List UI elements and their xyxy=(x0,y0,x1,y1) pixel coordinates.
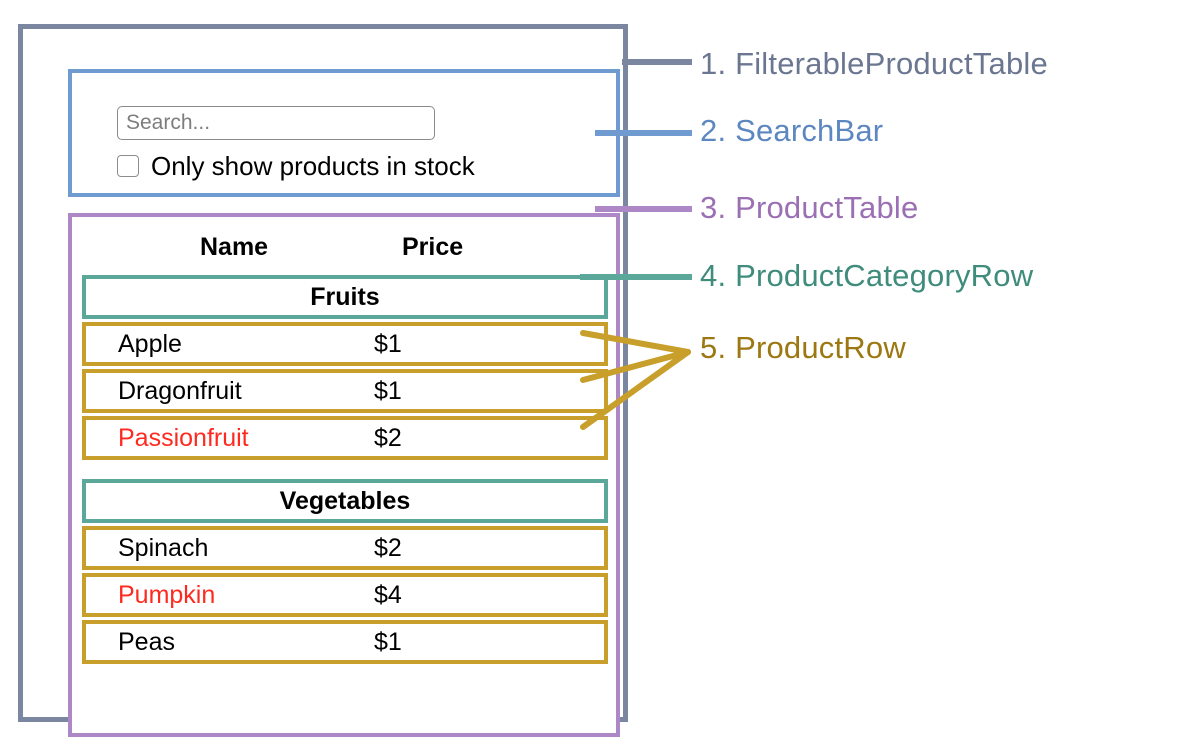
product-price: $4 xyxy=(374,580,402,609)
stock-filter-checkbox[interactable] xyxy=(117,155,139,177)
annotation-label-product-table: 3. ProductTable xyxy=(700,190,919,225)
product-price: $1 xyxy=(374,627,402,656)
annotation-label-product-row: 5. ProductRow xyxy=(700,330,906,365)
product-table-header: Name Price xyxy=(72,227,616,267)
annotation-label-search-bar: 2. SearchBar xyxy=(700,113,884,148)
filterable-product-table-frame: Only show products in stock Name Price F… xyxy=(18,24,628,737)
product-price: $1 xyxy=(374,376,402,405)
stock-filter-label: Only show products in stock xyxy=(151,151,475,181)
product-row[interactable]: Peas $1 xyxy=(82,620,608,664)
product-table-frame: Name Price Fruits Apple $1 Dragonfruit $… xyxy=(68,213,620,737)
annotation-label-filterable-product-table: 1. FilterableProductTable xyxy=(700,46,1048,81)
product-price: $2 xyxy=(374,533,402,562)
product-row[interactable]: Passionfruit $2 xyxy=(82,416,608,460)
product-name: Dragonfruit xyxy=(118,376,242,405)
search-bar-frame: Only show products in stock xyxy=(68,69,620,197)
product-table-body: Fruits Apple $1 Dragonfruit $1 Passionfr… xyxy=(82,275,608,667)
product-price: $2 xyxy=(374,423,402,452)
column-header-name: Name xyxy=(200,232,269,261)
product-name: Spinach xyxy=(118,533,209,562)
annotation-label-product-category-row: 4. ProductCategoryRow xyxy=(700,258,1034,293)
search-input[interactable] xyxy=(117,106,435,140)
column-header-price: Price xyxy=(402,232,464,261)
product-row[interactable]: Apple $1 xyxy=(82,322,608,366)
product-row[interactable]: Dragonfruit $1 xyxy=(82,369,608,413)
product-category-row: Fruits xyxy=(82,275,608,319)
product-name: Apple xyxy=(118,329,182,358)
product-row[interactable]: Spinach $2 xyxy=(82,526,608,570)
product-price: $1 xyxy=(374,329,402,358)
stock-filter-row[interactable]: Only show products in stock xyxy=(117,153,475,179)
group-separator xyxy=(82,463,608,479)
product-category-row: Vegetables xyxy=(82,479,608,523)
product-name: Pumpkin xyxy=(118,580,216,609)
product-name: Peas xyxy=(118,627,175,656)
product-row[interactable]: Pumpkin $4 xyxy=(82,573,608,617)
product-name: Passionfruit xyxy=(118,423,249,452)
